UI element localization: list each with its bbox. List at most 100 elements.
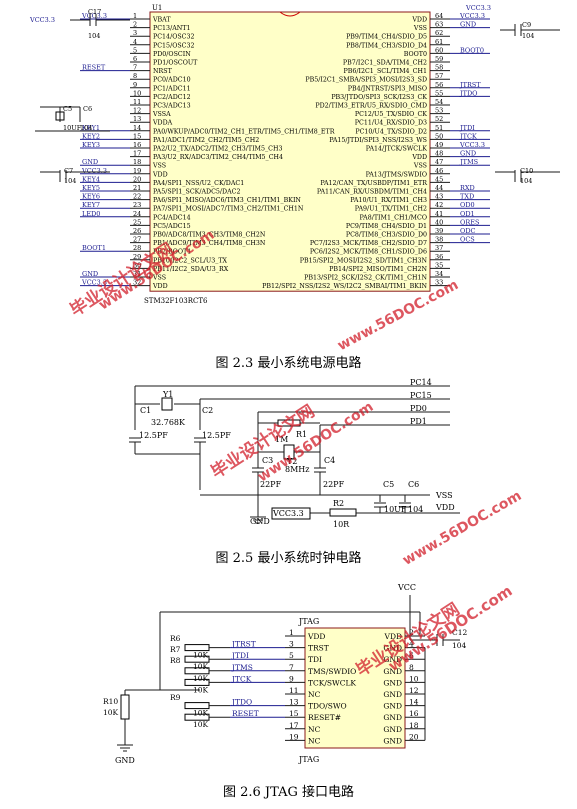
net-label: VSS: [435, 491, 453, 500]
pin-name: VSS: [413, 25, 427, 32]
net-label: PD0: [410, 404, 427, 413]
pin-name: PD1/OSCOUT: [153, 60, 198, 67]
pin-number: 43: [435, 193, 443, 201]
cap-designator: C6: [408, 480, 419, 489]
cap-designator: C12: [452, 628, 468, 637]
pin-name: PA4/SPI1_NSS/U2_CK/DAC1: [153, 180, 244, 187]
pin-number: 3: [289, 640, 294, 649]
net-label: GND: [460, 21, 476, 29]
pin-number: 13: [133, 115, 141, 123]
pin-number: 7: [289, 663, 294, 672]
net-label: VCC3.3: [272, 509, 304, 518]
net-label: KEY1: [82, 124, 100, 132]
net-label: VCC3.3: [81, 167, 107, 175]
pin-name: VDD: [384, 632, 402, 641]
pin-number: 1: [289, 628, 294, 637]
pin-name: PA13/JTMS/SWDIO: [366, 171, 427, 178]
resistor-r2: [329, 508, 357, 517]
cap-value: 22PF: [260, 480, 282, 489]
resistor-value: 10R: [333, 520, 350, 529]
pin-name: VDD: [152, 171, 168, 178]
pin-number: 15: [289, 709, 299, 718]
pin-name: VSS: [152, 163, 166, 170]
figure-caption-power: 图 2.3 最小系统电源电路: [215, 356, 362, 371]
pin-name: VBAT: [152, 17, 171, 24]
net-label: BOOT1: [82, 244, 106, 252]
pin-name: PC9/TIM8_CH4/SDIO_D1: [346, 223, 427, 230]
pin-number: 57: [435, 72, 443, 80]
pin-name: RESET#: [308, 713, 341, 722]
net-label: VCC3.3: [81, 279, 107, 287]
cap-designator: C4: [324, 456, 335, 465]
cap-designator: C5: [383, 480, 394, 489]
pin-number: 50: [435, 132, 443, 140]
pin-number: 5: [289, 651, 294, 660]
pin-number: 8: [133, 72, 137, 80]
crystal-y1: [161, 397, 173, 411]
pin-name: VDD: [307, 632, 325, 641]
net-label: KEY6: [82, 193, 100, 201]
resistor-designator: R6: [170, 634, 181, 643]
resistor-value: 10K: [193, 685, 209, 694]
jtag-footer-label: JTAG: [298, 755, 319, 764]
net-label: GND: [460, 150, 476, 158]
figure-caption-clock: 图 2.5 最小系统时钟电路: [215, 551, 362, 566]
pin-number: 22: [133, 193, 141, 201]
pin-number: 4: [409, 640, 414, 649]
crystal-designator: Y2: [286, 457, 297, 466]
cap-designator: C17: [88, 8, 101, 16]
net-label: KEY4: [82, 175, 100, 183]
pin-name: VSS: [152, 275, 166, 282]
pin-number: 55: [435, 89, 443, 97]
pin-number: 44: [435, 184, 443, 192]
net-label: ORES: [460, 218, 479, 226]
pin-name: NC: [308, 725, 321, 734]
pin-number: 35: [435, 261, 443, 269]
pin-name: PC11/U4_RX/SDIO_D3: [355, 120, 427, 127]
pin-number: 48: [435, 150, 443, 158]
pin-name: PA9/U1_TX/TIM1_CH2: [355, 206, 427, 213]
pin-name: PA11/CAN_RX/USBDM/TIM1_CH4: [317, 189, 427, 196]
pin-name: PA1/ADC1/TIM2_CH2/TIM5_CH2: [153, 137, 259, 144]
pin-number: 12: [133, 107, 141, 115]
pin-name: PA15/JTDI/SPI3_NSS/I2S3_WS: [329, 137, 427, 144]
pin-number: 23: [133, 201, 141, 209]
cap-value: 12.5PF: [139, 431, 168, 440]
net-label: GND: [82, 270, 98, 278]
net-label: RXD: [460, 184, 475, 192]
pin-name: PD0/OSCIN: [153, 51, 191, 58]
pin-name: PB14/SPI2_MISO/TIM1_CH2N: [329, 266, 427, 273]
pin-number: 33: [435, 279, 443, 287]
pin-number: 54: [435, 98, 443, 106]
net-label: PC14: [410, 378, 432, 387]
chip-designator: U1: [152, 4, 162, 12]
pin-name: GND: [383, 678, 402, 687]
pin-number: 20: [409, 732, 419, 741]
cap-designator: C9: [522, 21, 531, 29]
pin-name: PC0/ADC10: [153, 77, 191, 84]
pin-name: PC14/OSC32: [153, 34, 195, 41]
resistor-designator: R9: [170, 693, 181, 702]
pin-name: PB8/TIM4_CH3/SDIO_D4: [346, 42, 427, 49]
pin-number: 21: [133, 184, 141, 192]
pin-name: PA6/SPI1_MISO/ADC6/TIM3_CH1/TIM1_BKIN: [153, 197, 301, 204]
pin-name: PB2/BOOT1: [153, 249, 191, 256]
net-label: JTRST: [231, 640, 256, 649]
pin-number: 49: [435, 141, 443, 149]
net-label: GND: [82, 158, 98, 166]
pin-number: 42: [435, 201, 443, 209]
resistor-designator: R1: [296, 430, 307, 439]
pin-name: VDD: [411, 17, 427, 24]
net-label: OCS: [460, 236, 475, 244]
pin-number: 19: [133, 167, 141, 175]
ground-label: GND: [250, 517, 270, 526]
ground-label: GND: [115, 756, 135, 765]
pin-number: 17: [289, 721, 299, 730]
net-label: JTCK: [459, 132, 477, 140]
pin-name: BOOT0: [404, 51, 427, 58]
net-label: JTMS: [231, 663, 253, 672]
resistor-value: 10K: [193, 709, 209, 718]
pin-number: 58: [435, 64, 443, 72]
pin-number: 62: [435, 29, 443, 37]
